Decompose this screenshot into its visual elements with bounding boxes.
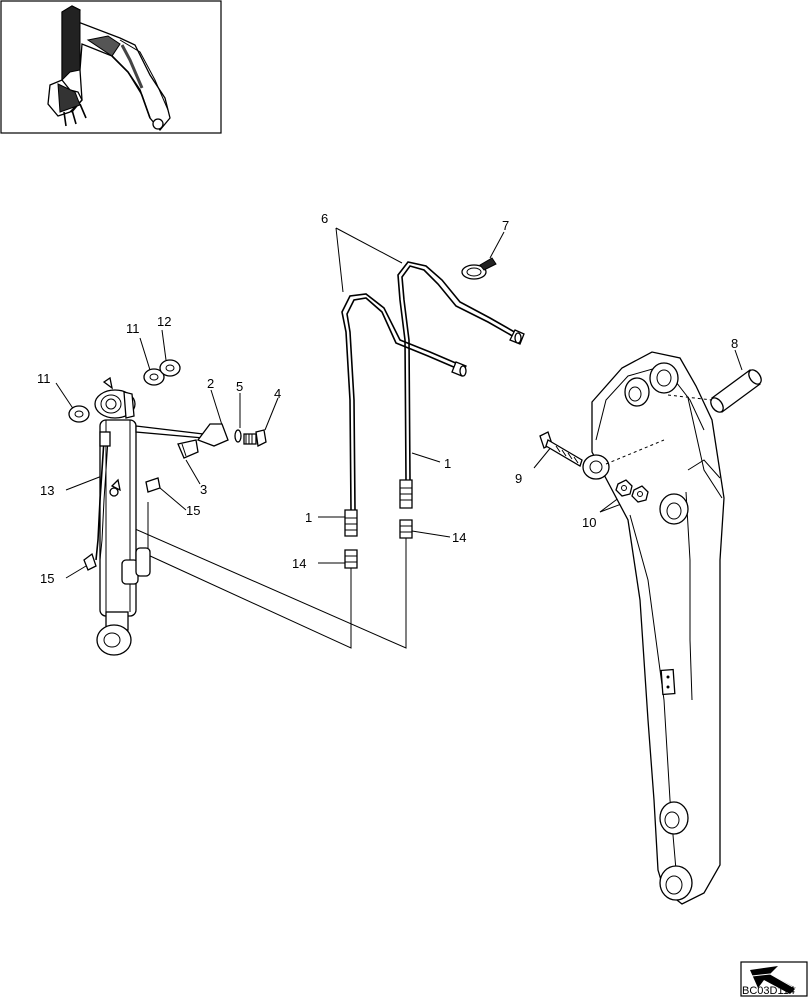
bolt-9: [539, 431, 583, 467]
callout-9: 9: [515, 471, 522, 486]
hose-assembly-right: [397, 261, 525, 539]
bracket-2: [135, 423, 229, 447]
callout-14-left: 14: [292, 556, 306, 571]
leader-lines: [55, 227, 743, 579]
clamp-3: [177, 439, 199, 459]
nuts-10: [615, 479, 649, 503]
callout-5: 5: [236, 379, 243, 394]
callout-2: 2: [207, 376, 214, 391]
hose-assembly-left: [341, 293, 467, 569]
direction-arrow-box: [740, 961, 808, 997]
callout-8: 8: [731, 336, 738, 351]
fittings-15: [83, 477, 161, 571]
callout-labels: 6 7 8 9 10 11 12 11 2 5 4 3 13 15 15 1 1…: [37, 211, 738, 586]
arm-stick: [591, 351, 725, 905]
hydraulic-cylinder: [94, 376, 151, 656]
washer-5: [234, 429, 242, 443]
callout-1-left: 1: [305, 510, 312, 525]
inset-machine-silhouette: [47, 5, 171, 132]
bolt-4: [243, 429, 267, 447]
callout-11-lower: 11: [37, 371, 51, 386]
callout-13: 13: [40, 483, 54, 498]
pin-8: [667, 369, 762, 413]
callout-11-upper: 11: [126, 321, 140, 336]
callout-15-right: 15: [186, 503, 200, 518]
callout-4: 4: [274, 386, 281, 401]
callout-14-right: 14: [452, 530, 466, 545]
callout-7: 7: [502, 218, 509, 233]
hose-clamp-7: [461, 257, 497, 280]
callout-15-left: 15: [40, 571, 54, 586]
washers: [68, 359, 181, 423]
callout-6: 6: [321, 211, 328, 226]
callout-12: 12: [157, 314, 171, 329]
callout-1-right: 1: [444, 456, 451, 471]
routing-lines: [125, 502, 407, 649]
callout-10: 10: [582, 515, 596, 530]
drawing-code: BC03D114: [742, 985, 795, 997]
locator-inset: [0, 0, 222, 134]
arrow-icon: [750, 966, 799, 994]
bushing: [582, 454, 610, 480]
callout-3: 3: [200, 482, 207, 497]
